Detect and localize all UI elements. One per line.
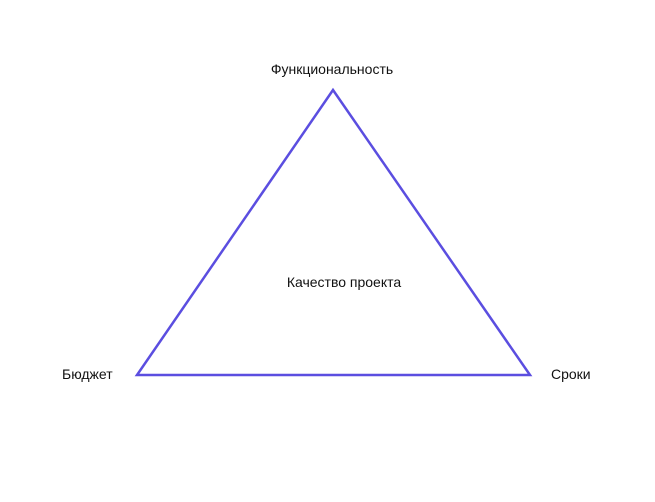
center-label-project-quality: Качество проекта	[286, 274, 402, 290]
vertex-label-functionality: Функциональность	[270, 61, 394, 77]
vertex-label-budget: Бюджет	[62, 366, 113, 382]
vertex-label-deadlines: Сроки	[551, 366, 591, 382]
project-triangle	[134, 87, 533, 377]
